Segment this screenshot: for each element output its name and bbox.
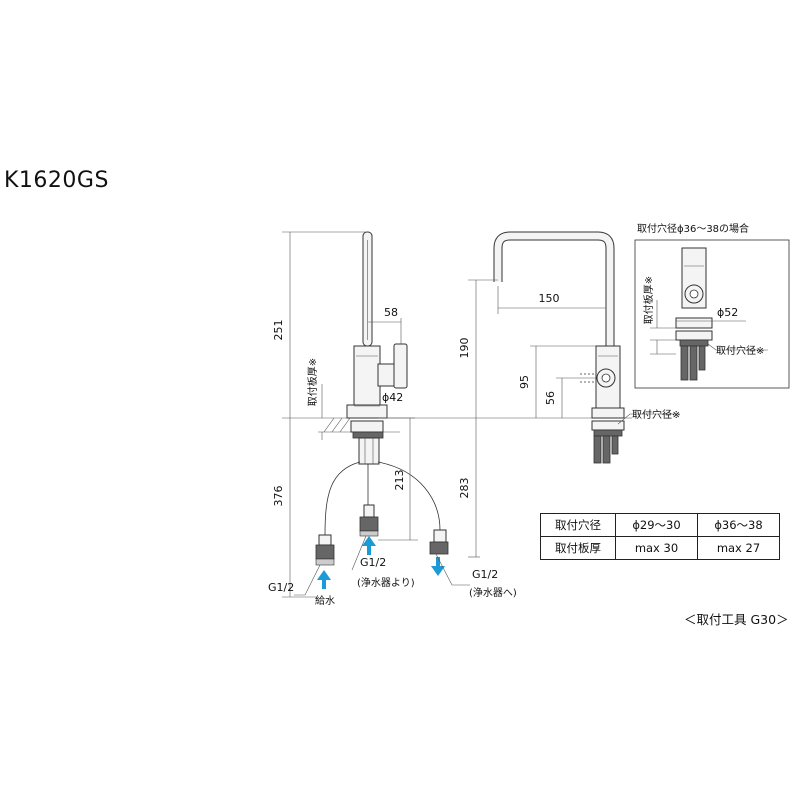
dim-spout-offset: 58 — [384, 306, 398, 319]
front-view-faucet — [346, 231, 408, 465]
dim-spout-reach: 150 — [539, 292, 560, 305]
inset-diameter: ϕ52 — [717, 306, 738, 319]
table-row: 取付穴径 ϕ29～30 ϕ36～38 — [540, 513, 780, 537]
inset-frame — [634, 239, 790, 389]
model-title: K1620GS — [4, 168, 109, 193]
inset-faucet — [675, 247, 713, 381]
to-purifier-arrow-icon — [431, 557, 445, 576]
table-cell-label: 取付穴径 — [540, 513, 616, 537]
label-supply-connection: G1/2 — [268, 581, 294, 594]
label-supply: 給水 — [315, 594, 335, 607]
label-to-purifier: (浄水器へ) — [469, 586, 517, 599]
label-to-purifier-connection: G1/2 — [472, 568, 498, 581]
dim-pipe-length: 283 — [458, 478, 471, 499]
to-purifier-fitting — [429, 529, 449, 555]
dim-handle-height: 95 — [518, 375, 531, 389]
dim-base-diameter: ϕ42 — [382, 391, 403, 404]
inset-hole-label: 取付穴径※ — [716, 344, 764, 357]
inset-title: 取付穴径ϕ36～38の場合 — [637, 222, 749, 235]
table-cell: ϕ36～38 — [697, 513, 780, 537]
label-counter-thickness: 取付板厚※ — [306, 358, 319, 406]
inset-dimension-lines — [650, 300, 768, 355]
from-purifier-fitting — [359, 504, 379, 537]
table-cell: max 27 — [697, 536, 780, 560]
table-cell: max 30 — [615, 536, 698, 560]
hoses — [324, 461, 441, 536]
side-dimension-lines — [468, 279, 680, 558]
label-mount-hole: 取付穴径※ — [632, 408, 680, 421]
label-from-purifier-connection: G1/2 — [360, 556, 386, 569]
dim-spout-height: 190 — [458, 338, 471, 359]
dim-below-counter: 376 — [272, 486, 285, 507]
label-from-purifier: (浄水器より) — [357, 576, 415, 589]
dim-hose-length: 213 — [393, 470, 406, 491]
from-purifier-arrow-icon — [362, 536, 376, 555]
tool-note: ＜取付工具 G30＞ — [684, 612, 789, 627]
table-row: 取付板厚 max 30 max 27 — [540, 536, 780, 560]
supply-in-arrow-icon — [317, 570, 331, 589]
front-dimension-lines — [282, 231, 470, 598]
side-view-faucet — [493, 231, 625, 464]
spec-table: 取付穴径 ϕ29～30 ϕ36～38 取付板厚 max 30 max 27 — [540, 513, 780, 560]
counter-hatch — [323, 417, 351, 433]
inset-thickness-label: 取付板厚※ — [642, 276, 655, 324]
table-cell: ϕ29～30 — [615, 513, 698, 537]
dim-total-height: 251 — [272, 320, 285, 341]
supply-fitting — [315, 534, 335, 566]
dim-handle-center: 56 — [544, 391, 557, 405]
table-cell-label: 取付板厚 — [540, 536, 616, 560]
